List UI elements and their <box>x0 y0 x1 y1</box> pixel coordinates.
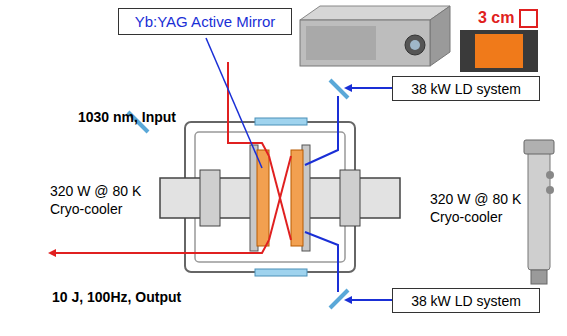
mirror <box>330 80 348 98</box>
box-text: 38 kW LD system <box>411 293 521 309</box>
mirror <box>330 290 348 308</box>
ld-render <box>300 6 450 66</box>
box-text: Yb:YAG Active Mirror <box>135 13 276 30</box>
scale-label: 3 cm <box>478 8 514 29</box>
leader-line <box>206 38 262 168</box>
ld-system-box: 38 kW LD system <box>392 76 540 101</box>
cryocooler-picture <box>524 140 554 284</box>
input-label: 1030 nm, Input <box>78 108 176 126</box>
cryocooler-label: 320 W @ 80 K Cryo-cooler <box>50 182 156 218</box>
laser-beam <box>50 62 291 253</box>
pump-beam <box>305 88 392 300</box>
ld-system-box: 38 kW LD system <box>392 288 540 313</box>
cryocooler-label: 320 W @ 80 K Cryo-cooler <box>430 190 525 226</box>
output-label: 10 J, 100Hz, Output <box>52 288 181 306</box>
callout-box: Yb:YAG Active Mirror <box>118 8 292 35</box>
box-text: 38 kW LD system <box>411 81 521 97</box>
